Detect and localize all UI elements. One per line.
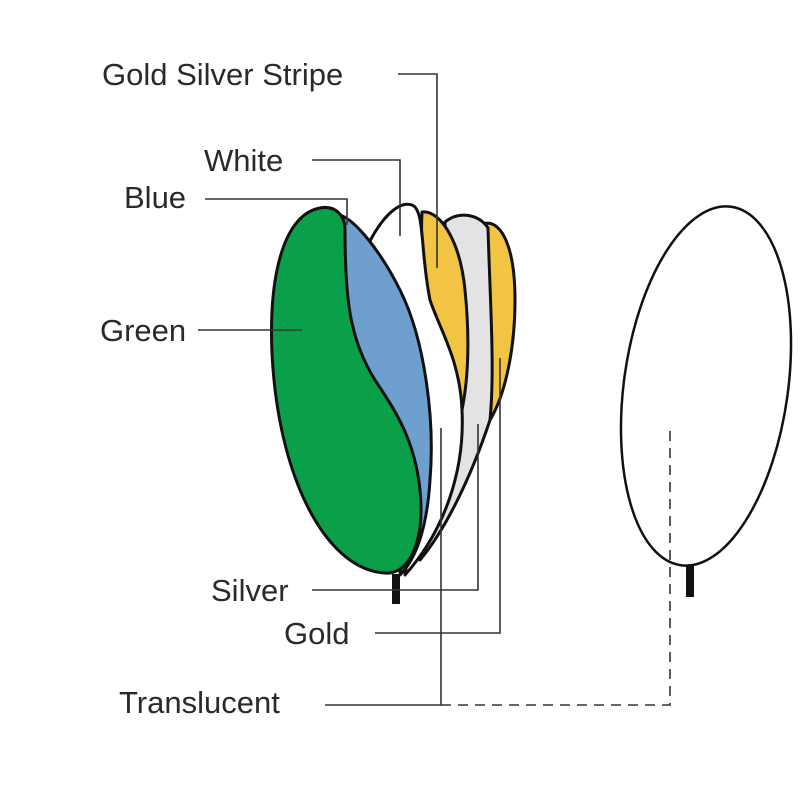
leader-gold-silver-stripe [398,73,438,268]
label-gold-silver-stripe: Gold Silver Stripe [102,57,343,92]
label-silver: Silver [211,573,289,608]
label-blue: Blue [124,180,186,215]
translucent-reflector [619,205,793,567]
green-reflector [269,205,423,575]
stem [392,574,400,604]
label-translucent: Translucent [119,685,280,720]
leader-silver [312,424,479,591]
leader-translucent-dashed [441,428,671,706]
leader-blue [205,198,348,225]
label-gold: Gold [284,616,349,651]
translucent-stem [686,565,694,597]
leader-gold [375,358,501,634]
label-green: Green [100,313,186,348]
leader-white [312,159,401,236]
label-white: White [204,143,283,178]
